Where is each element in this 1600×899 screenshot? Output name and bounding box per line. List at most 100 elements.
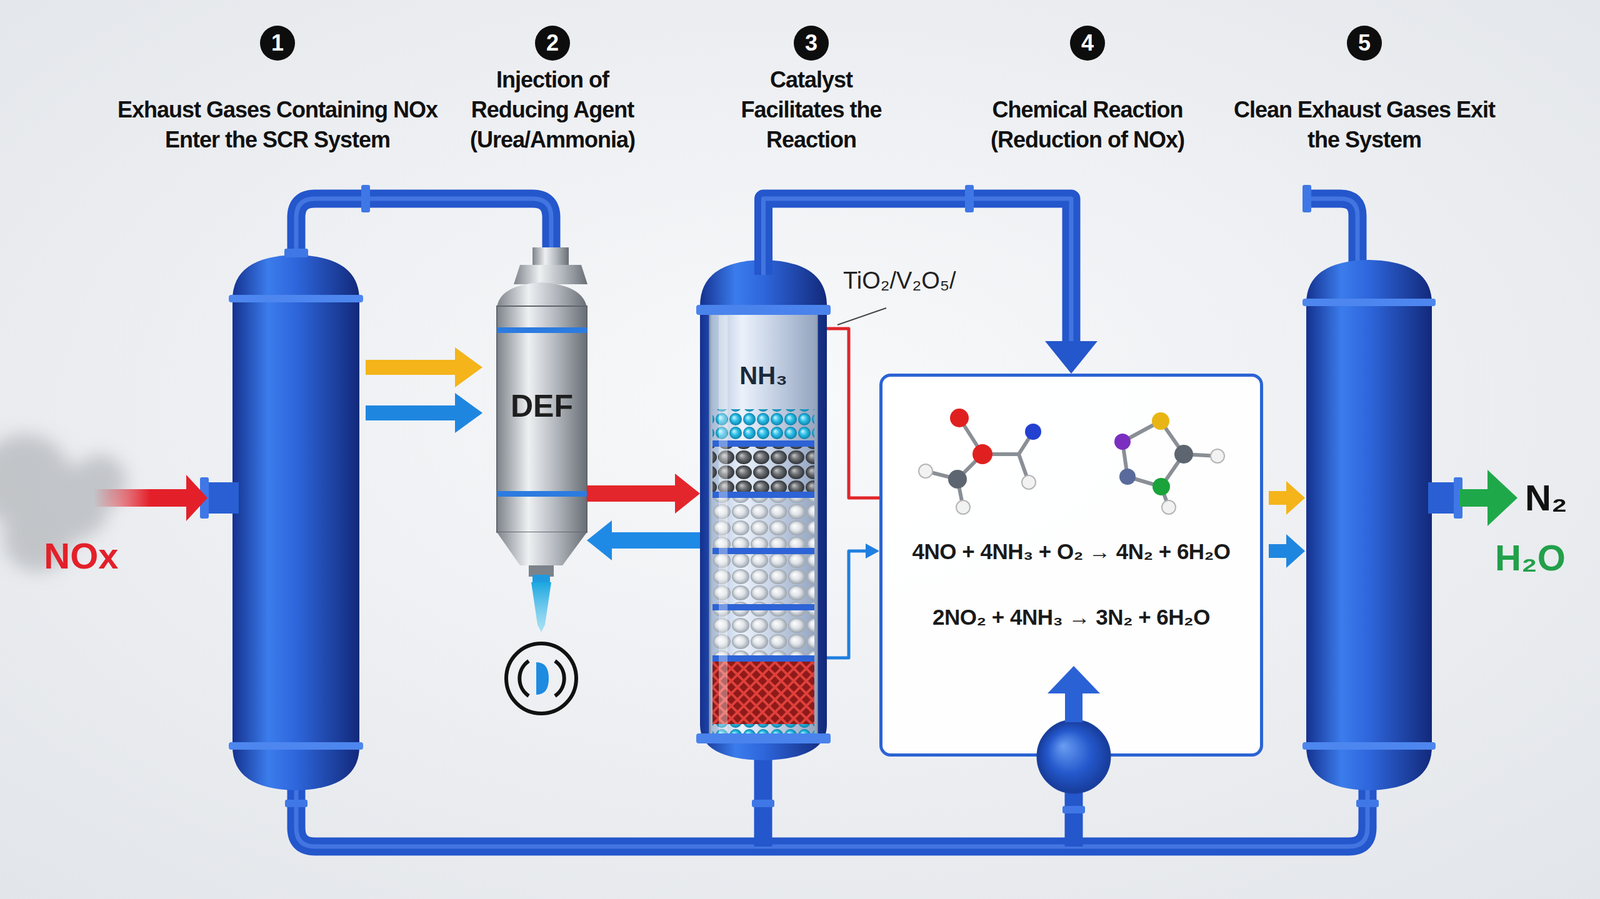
arrow-head [1045,341,1098,374]
step-heading: Chemical Reaction (Reduction of NOx) [962,95,1213,155]
def-injector-body [496,306,587,533]
pipe-flanges [1356,800,1379,808]
outlet-label: N₂ [1525,476,1568,520]
flow-arrows [93,347,1518,569]
catalyst-vessel [696,260,831,761]
catalyst-vessel [712,440,815,447]
flow-arrows [1286,534,1305,569]
flow-arrows [455,347,483,388]
pipework [1065,781,1084,847]
def-injector-body [496,327,587,334]
catalyst-vessel [712,604,815,611]
molecule-right [1122,421,1218,508]
flow-arrows [186,475,208,522]
molecule-right [1119,468,1136,485]
pipework [296,198,552,258]
step-heading: Injection of Reducing Agent (Urea/Ammoni… [446,65,659,155]
molecule-right [1151,412,1170,430]
molecule-left [972,444,993,465]
outlet-vessel [1302,260,1463,791]
flow-arrows [455,393,483,434]
connector-line [763,198,1072,342]
molecule-left [1025,423,1042,440]
step-heading: Catalyst Facilitates the Reaction [730,65,892,155]
def-injector-body [532,247,569,265]
catalyst-vessel [718,315,728,735]
injection-symbol [506,643,577,714]
catalyst-vessel [712,610,815,656]
pump [1065,691,1083,723]
pipe-flanges [1062,806,1085,814]
def-injector-body [496,247,588,633]
step-number: 4 [1070,25,1105,61]
step-number: 5 [1346,25,1382,61]
inlet-vessel [203,482,239,514]
arrow-head [675,473,700,514]
pipe-flange [965,185,974,213]
pipe-flanges [751,800,775,808]
molecule-left [1021,475,1036,490]
catalyst-vessel [712,548,815,555]
catalyst-vessel [696,733,831,744]
molecule-right [1210,449,1225,464]
def-injector-body [532,575,550,583]
step-callout: 1Exhaust Gases Containing NOx Enter the … [260,25,295,61]
catalyst-vessel [712,554,815,605]
step-number: 3 [793,25,829,61]
molecule-right [1174,445,1194,464]
pump [1037,720,1110,794]
outlet-label: H₂O [1495,536,1566,580]
injector-label: DEF [496,387,587,425]
step-callout: 4Chemical Reaction (Reduction of NOx) [1070,25,1105,61]
molecule-right [1152,478,1170,496]
connector-line [611,532,700,549]
flow-arrows [93,489,188,507]
reaction-equation: 4NO + 4NH₃ + O₂ → 4N₂ + 6H₂O [882,536,1260,568]
flow-arrows [365,360,457,375]
flow-arrows [1268,544,1288,559]
flow-arrows [365,405,457,421]
catalyst-vessel [700,260,827,761]
inlet-vessel [232,255,360,791]
pipework [1306,198,1358,263]
flow-arrows [1286,481,1305,515]
reaction-panel-fill [879,373,1264,757]
outlet-vessel [1302,298,1436,307]
molecule-right [1114,412,1225,515]
pipe-flange [361,185,370,213]
reaction-box: 4NO + 4NH₃ + O₂ → 4N₂ + 6H₂O 2NO₂ + 4NH₃ … [879,373,1264,757]
catalyst-vessel [712,655,815,662]
flow-arrows [1487,470,1518,527]
molecule-left [950,408,969,428]
step-heading: Exhaust Gases Containing NOx Enter the S… [96,95,459,155]
step-number: 2 [535,25,570,61]
inlet-vessel [284,248,309,258]
pipework [296,787,1368,847]
inlet-vessel [228,742,364,750]
catalyst-column: NH₃ [700,275,827,761]
pipe-flanges [285,800,308,808]
molecule-left [918,464,933,479]
molecule-left [918,408,1042,515]
outlet-vessel [1306,260,1432,791]
def-injector: DEF [496,306,587,533]
molecule-right [1161,500,1176,515]
injection-symbol [536,662,549,695]
pipework [296,198,1368,847]
pipe-connector [763,198,1099,374]
reaction-equation: 2NO₂ + 4NH₃ → 3N₂ + 6H₂O [882,601,1260,634]
step-heading: Clean Exhaust Gases Exit the System [1233,95,1496,155]
feed-line [826,543,880,659]
step-callout: 3Catalyst Facilitates the Reaction [793,25,829,61]
injection-symbol [555,661,565,697]
def-injector-body [513,265,588,285]
catalyst-label: TiO₂/V₂O₅/ [843,265,957,296]
pipework [754,750,773,847]
def-injector-body [496,282,587,308]
flow-arrow [586,473,700,514]
inlet-vessel [200,248,364,791]
